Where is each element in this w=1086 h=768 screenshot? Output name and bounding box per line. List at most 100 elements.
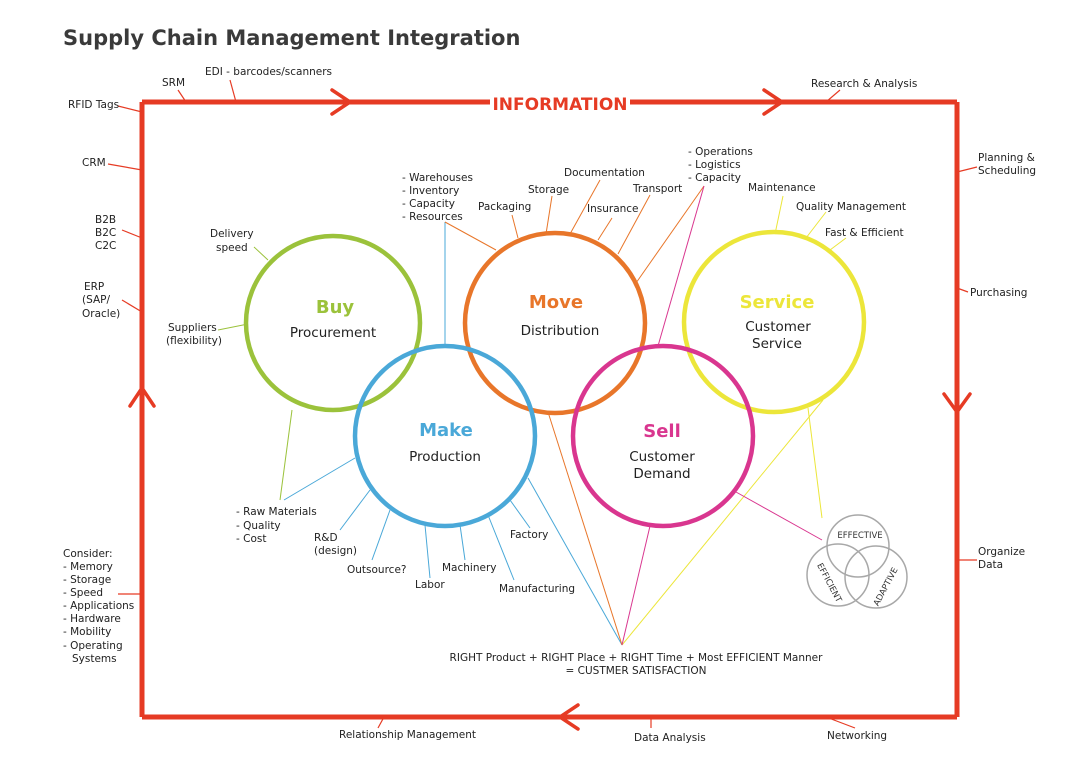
arrow-right-2 bbox=[762, 88, 784, 116]
label-factory: Factory bbox=[510, 529, 548, 541]
svg-text:- Cost: - Cost bbox=[236, 533, 266, 545]
venn-efficient-circle bbox=[806, 543, 870, 607]
label-rd-2: (design) bbox=[314, 545, 357, 557]
label-rfid: RFID Tags bbox=[68, 99, 119, 111]
venn-adaptive-circle bbox=[844, 545, 908, 609]
label-research: Research & Analysis bbox=[811, 78, 917, 90]
label-maintenance: Maintenance bbox=[748, 182, 816, 194]
label-rd-1: R&D bbox=[314, 532, 338, 544]
page-title: Supply Chain Management Integration bbox=[63, 26, 520, 50]
warehouses-list: - Warehouses - Inventory - Capacity - Re… bbox=[402, 172, 473, 223]
svg-text:- Mobility: - Mobility bbox=[63, 626, 111, 638]
svg-text:- Resources: - Resources bbox=[402, 211, 463, 223]
label-edi: EDI - barcodes/scanners bbox=[205, 66, 332, 78]
move-connectors bbox=[444, 179, 705, 646]
label-outsource: Outsource? bbox=[347, 564, 406, 576]
label-b2b: B2B bbox=[95, 214, 116, 226]
frame-label-connectors bbox=[107, 79, 978, 729]
make-connectors bbox=[283, 222, 623, 646]
buy-circle bbox=[243, 233, 423, 413]
venn-diagram: EFFECTIVE EFFICIENT ADAPTIVE bbox=[806, 514, 908, 609]
sell-circle bbox=[570, 343, 756, 529]
svg-text:- Logistics: - Logistics bbox=[688, 159, 741, 171]
label-networking: Networking bbox=[827, 730, 887, 742]
label-delivery-1: Delivery bbox=[210, 228, 254, 240]
consider-list: Consider: - Memory - Storage - Speed - A… bbox=[63, 548, 134, 665]
move-title: Move bbox=[529, 292, 583, 313]
label-crm: CRM bbox=[82, 157, 106, 169]
service-subtitle-2: Service bbox=[752, 336, 802, 352]
svg-text:- Applications: - Applications bbox=[63, 600, 134, 612]
make-title: Make bbox=[419, 420, 473, 441]
label-packaging: Packaging bbox=[478, 201, 531, 213]
label-erp-3: Oracle) bbox=[82, 308, 120, 320]
svg-text:- Hardware: - Hardware bbox=[63, 613, 121, 625]
service-circle bbox=[681, 229, 867, 415]
raw-materials-list: - Raw Materials - Quality - Cost bbox=[236, 506, 317, 545]
label-manufacturing: Manufacturing bbox=[499, 583, 575, 595]
label-erp-1: ERP bbox=[84, 281, 104, 293]
label-srm: SRM bbox=[162, 77, 185, 89]
label-quality-management: Quality Management bbox=[796, 201, 906, 213]
svg-text:- Quality: - Quality bbox=[236, 520, 281, 532]
label-documentation: Documentation bbox=[564, 167, 645, 179]
sell-connectors bbox=[621, 185, 823, 646]
operations-list: - Operations - Logistics - Capacity bbox=[688, 146, 753, 184]
label-labor: Labor bbox=[415, 579, 445, 591]
svg-text:Systems: Systems bbox=[72, 653, 117, 665]
customer-satisfaction: = CUSTMER SATISFACTION bbox=[566, 665, 707, 677]
arrow-up bbox=[128, 386, 156, 408]
arrow-down bbox=[942, 392, 972, 414]
label-erp-2: (SAP/ bbox=[82, 294, 110, 306]
information-label: INFORMATION bbox=[492, 95, 627, 115]
label-suppliers-2: (flexibility) bbox=[166, 335, 222, 347]
move-subtitle: Distribution bbox=[521, 323, 600, 339]
label-relationship: Relationship Management bbox=[339, 729, 476, 741]
label-machinery: Machinery bbox=[442, 562, 496, 574]
label-fast-efficient: Fast & Efficient bbox=[825, 227, 904, 239]
svg-text:- Operations: - Operations bbox=[688, 146, 753, 158]
svg-text:- Storage: - Storage bbox=[63, 574, 111, 586]
svg-text:- Raw Materials: - Raw Materials bbox=[236, 506, 317, 518]
svg-text:- Inventory: - Inventory bbox=[402, 185, 459, 197]
svg-text:- Capacity: - Capacity bbox=[402, 198, 455, 210]
label-transport: Transport bbox=[632, 183, 682, 195]
svg-text:Consider:: Consider: bbox=[63, 548, 113, 560]
make-circle bbox=[352, 343, 538, 529]
label-purchasing: Purchasing bbox=[970, 287, 1027, 299]
svg-text:- Memory: - Memory bbox=[63, 561, 113, 573]
flow-arrows bbox=[128, 88, 972, 731]
buy-connectors bbox=[217, 246, 293, 501]
right-formula: RIGHT Product + RIGHT Place + RIGHT Time… bbox=[450, 652, 824, 664]
buy-subtitle: Procurement bbox=[290, 325, 376, 341]
make-subtitle: Production bbox=[409, 449, 481, 465]
label-planning-1: Planning & bbox=[978, 152, 1035, 164]
label-c2c: C2C bbox=[95, 240, 116, 252]
label-planning-2: Scheduling bbox=[978, 165, 1036, 177]
move-circle bbox=[462, 230, 648, 416]
service-subtitle-1: Customer bbox=[745, 319, 811, 335]
arrow-right-1 bbox=[330, 88, 352, 116]
venn-adaptive-label: ADAPTIVE bbox=[872, 566, 901, 608]
label-insurance: Insurance bbox=[587, 203, 639, 215]
venn-effective-label: EFFECTIVE bbox=[837, 531, 882, 541]
buy-title: Buy bbox=[316, 297, 355, 318]
svg-text:- Capacity: - Capacity bbox=[688, 172, 741, 184]
svg-text:- Operating: - Operating bbox=[63, 640, 123, 652]
svg-text:- Speed: - Speed bbox=[63, 587, 103, 599]
sell-subtitle-1: Customer bbox=[629, 449, 695, 465]
sell-title: Sell bbox=[643, 421, 681, 442]
label-suppliers-1: Suppliers bbox=[168, 322, 217, 334]
label-data-analysis: Data Analysis bbox=[634, 732, 706, 744]
service-title: Service bbox=[740, 292, 815, 313]
label-delivery-2: speed bbox=[216, 242, 248, 254]
label-organize-2: Data bbox=[978, 559, 1003, 571]
arrow-left bbox=[558, 703, 580, 731]
service-connectors bbox=[621, 195, 847, 646]
label-storage: Storage bbox=[528, 184, 569, 196]
label-b2c: B2C bbox=[95, 227, 116, 239]
label-organize-1: Organize bbox=[978, 546, 1025, 558]
svg-text:- Warehouses: - Warehouses bbox=[402, 172, 473, 184]
sell-subtitle-2: Demand bbox=[633, 466, 690, 482]
